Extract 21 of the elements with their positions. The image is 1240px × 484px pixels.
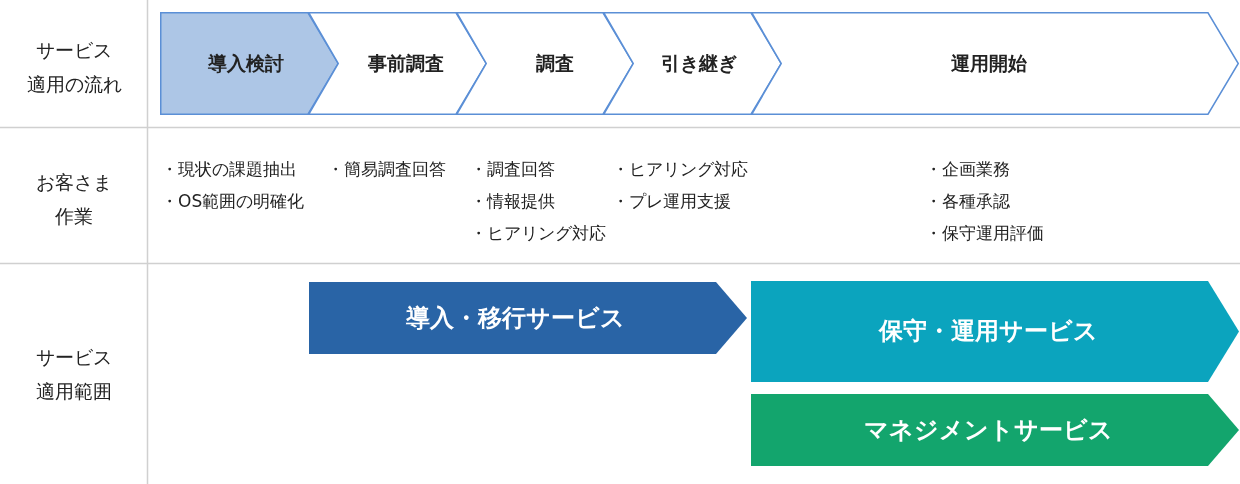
bullet-item: ・保守運用評価: [925, 222, 1044, 245]
bullet-item: ・各種承認: [925, 190, 1010, 213]
bullet-item: ・簡易調査回答: [327, 158, 446, 181]
bullet-item: ・調査回答: [470, 158, 555, 181]
row-header: サービス適用の流れ: [25, 38, 123, 97]
bullet-item: ・ヒアリング対応: [612, 158, 748, 181]
process-step: 調査: [456, 12, 634, 115]
bullet-item: ・企画業務: [925, 158, 1010, 181]
process-step: 導入検討: [160, 12, 339, 115]
bullet-item: ・OS範囲の明確化: [161, 190, 305, 213]
bullet-item: ・現状の課題抽出: [161, 158, 297, 181]
bullet-item: ・プレ運用支援: [612, 190, 731, 213]
arrow-banner: 保守・運用サービス: [751, 281, 1239, 382]
process-step: 事前調査: [308, 12, 487, 115]
arrow-banner: マネジメントサービス: [751, 394, 1239, 466]
row-header: お客さま作業: [35, 170, 113, 229]
process-step: 引き継ぎ: [603, 12, 782, 115]
bullet-item: ・ヒアリング対応: [470, 222, 606, 245]
bullet-item: ・情報提供: [470, 190, 555, 213]
row-header: サービス適用範囲: [35, 345, 113, 404]
arrow-banner: 導入・移行サービス: [309, 282, 747, 354]
